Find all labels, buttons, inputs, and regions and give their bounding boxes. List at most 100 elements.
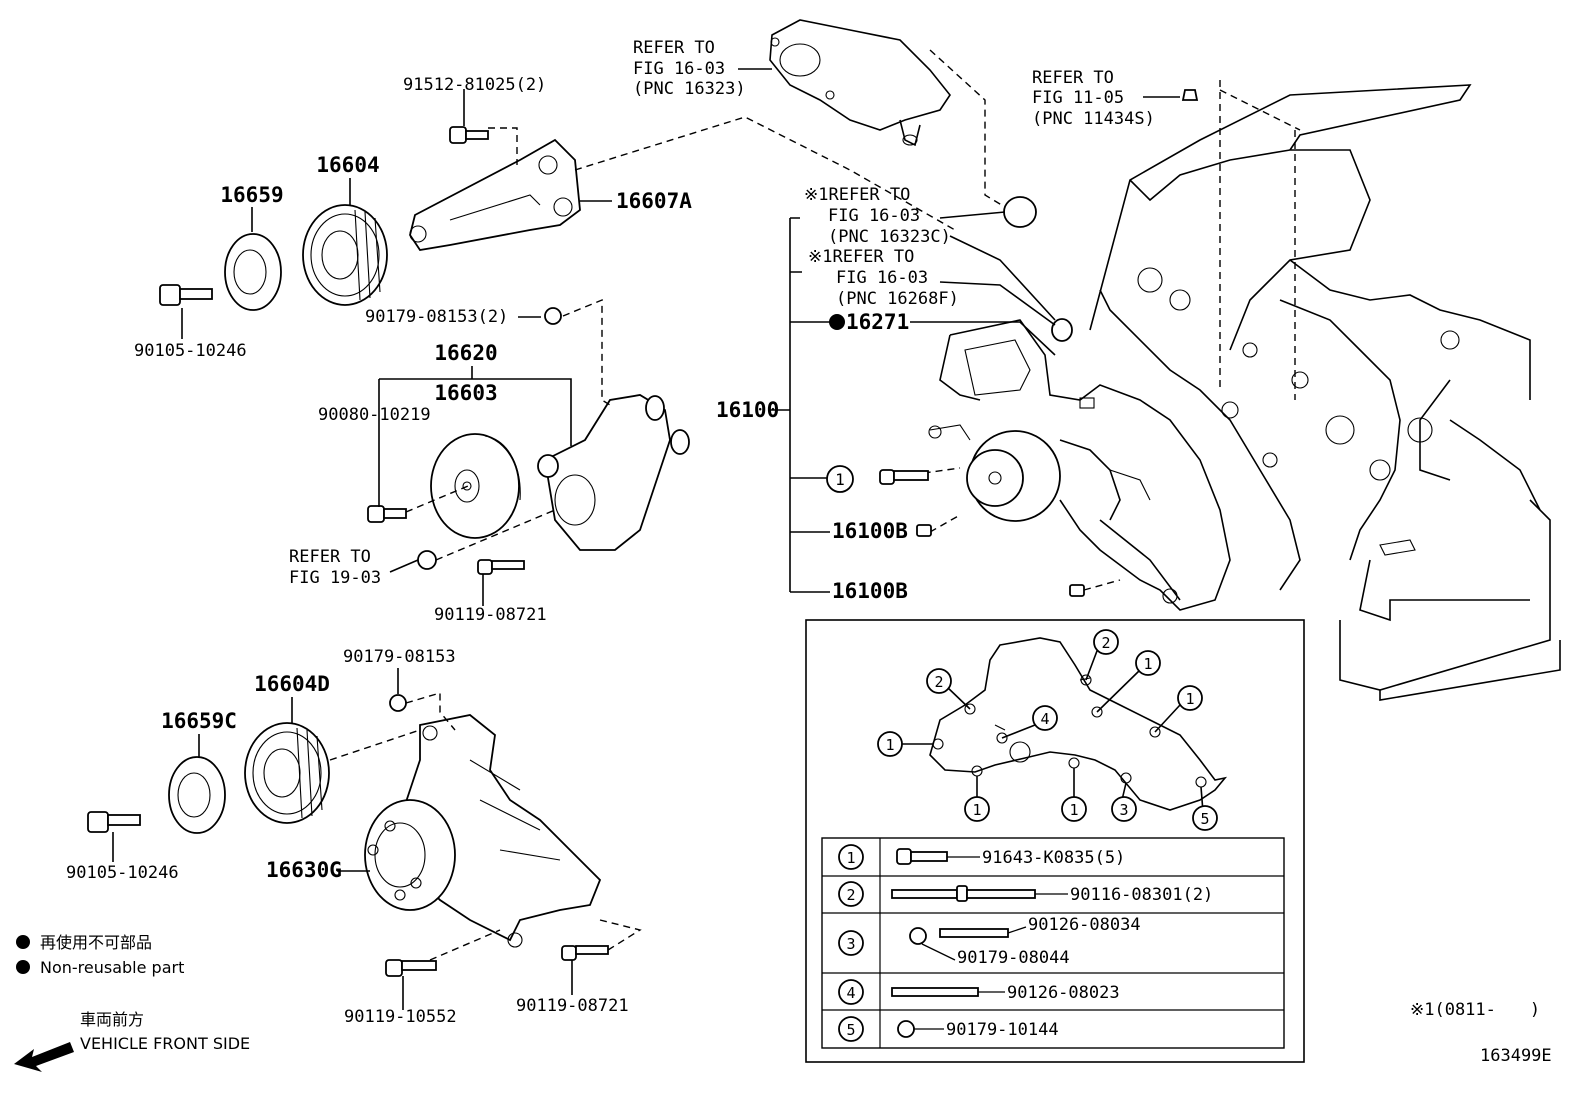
non-reusable-dot-16271 — [829, 314, 845, 330]
front-side-jp: 車両前方 — [80, 1010, 144, 1029]
refer-19-03-line1: REFER TO — [289, 547, 371, 567]
refer-11434S-line3: (PNC 11434S) — [1032, 109, 1155, 129]
figure-id: 163499E — [1480, 1046, 1552, 1066]
legend-dot-jp — [16, 935, 30, 949]
nut-90179-08153-a — [544, 307, 562, 325]
cover-16659-drawing — [224, 233, 282, 311]
refer-16323C-line3: (PNC 16323C) — [828, 227, 951, 247]
cover-16659C-drawing — [168, 756, 226, 834]
footnote-1: ※1(0811- ) — [1410, 1000, 1540, 1020]
label-90179-08153-2: 90179-08153(2) — [365, 307, 508, 327]
leader-16268F — [939, 281, 1056, 326]
dowel-16100B-b — [1069, 584, 1085, 597]
legend-jp: 再使用不可部品 — [40, 933, 152, 952]
nut-90179-08153-b — [389, 694, 407, 712]
bolt-90080-10219 — [367, 505, 407, 523]
fan-bracket-16630G-drawing — [364, 714, 602, 948]
engine-block-drawing — [1089, 80, 1561, 701]
refer-16323-line1: REFER TO — [633, 38, 715, 58]
refer-16268F-line1: ※1REFER TO — [808, 247, 914, 267]
table-num-4: 4 — [846, 984, 855, 1002]
plug-11434S — [1181, 89, 1199, 101]
label-16603: 16603 — [434, 381, 497, 405]
label-16620: 16620 — [434, 341, 497, 365]
table-num-2: 2 — [846, 886, 855, 904]
label-16607A: 16607A — [616, 189, 692, 213]
label-16100: 16100 — [716, 398, 779, 422]
callout-circle-1-main — [826, 465, 854, 493]
idler-16604-drawing — [302, 204, 388, 306]
label-16100B-b: 16100B — [832, 579, 908, 603]
leader-nut-a — [562, 298, 611, 406]
table-part-90179-08044: 90179-08044 — [957, 948, 1070, 968]
inset-callout-1a: 1 — [1143, 655, 1152, 673]
legend-en: Non-reusable part — [40, 958, 184, 977]
refer-11434S-line1: REFER TO — [1032, 68, 1114, 88]
inset-callout-1c: 1 — [885, 736, 894, 754]
idler-16604D-drawing — [244, 722, 330, 824]
label-90179-08153: 90179-08153 — [343, 647, 456, 667]
refer-notes: REFER TO FIG 16-03 (PNC 16323) REFER TO … — [289, 38, 1155, 588]
leader-nut-19-03 — [435, 509, 556, 561]
refer-16323-line3: (PNC 16323) — [633, 79, 746, 99]
inset-callout-2b: 2 — [1101, 634, 1110, 652]
table-part-91643: 91643-K0835(5) — [982, 848, 1125, 868]
bolt-location-inset: 2 2 1 1 4 1 1 1 3 5 1 2 3 4 5 — [805, 619, 1305, 1063]
refer-16268F-line2: FIG 16-03 — [836, 268, 928, 288]
legend-dot-en — [16, 960, 30, 974]
label-90119-08721-b: 90119-08721 — [516, 996, 629, 1016]
label-16271: 16271 — [846, 310, 909, 334]
leader-16620 — [378, 366, 572, 507]
label-16604D: 16604D — [254, 672, 330, 696]
leader-nut-b — [405, 692, 456, 731]
table-num-5: 5 — [846, 1021, 855, 1039]
leader-thermostat — [929, 49, 1011, 211]
bolt-90105-10246-b — [87, 811, 141, 833]
label-16630G: 16630G — [266, 858, 342, 882]
refer-11434S-line2: FIG 11-05 — [1032, 88, 1124, 108]
leader-16271 — [910, 321, 1056, 356]
legend: 再使用不可部品 Non-reusable part 車両前方 VEHICLE F… — [14, 933, 250, 1072]
bolt-90119-08721-b — [561, 945, 609, 961]
bolt-90119-08721-a — [477, 559, 525, 575]
tensioner-16620-drawing — [537, 394, 690, 551]
table-num-1: 1 — [846, 849, 855, 867]
table-part-90126-08023: 90126-08023 — [1007, 983, 1120, 1003]
label-16659C: 16659C — [161, 709, 237, 733]
refer-16323-line2: FIG 16-03 — [633, 59, 725, 79]
inset-callout-4: 4 — [1040, 710, 1049, 728]
label-90119-10552: 90119-10552 — [344, 1007, 457, 1027]
refer-16323C-line2: FIG 16-03 — [828, 206, 920, 226]
table-part-90179-10144: 90179-10144 — [946, 1020, 1059, 1040]
label-16100B-a: 16100B — [832, 519, 908, 543]
bracket-16607A-drawing — [409, 138, 581, 251]
callout-1-text: 1 — [835, 470, 845, 489]
part-labels: 16659 16604 91512-81025(2) 16607A 90105-… — [66, 75, 909, 1027]
leader-lower-bolts — [429, 919, 642, 961]
label-16659: 16659 — [220, 183, 283, 207]
leader-16659-16604 — [251, 178, 351, 232]
front-side-en: VEHICLE FRONT SIDE — [80, 1034, 250, 1053]
label-90080-10219: 90080-10219 — [318, 405, 431, 425]
gasket-16323C — [1003, 196, 1037, 228]
thermostat-housing-drawing — [769, 19, 951, 147]
label-16604: 16604 — [316, 153, 379, 177]
table-num-3: 3 — [846, 935, 855, 953]
label-90105-10246-b: 90105-10246 — [66, 863, 179, 883]
bolt-90119-10552 — [385, 959, 437, 977]
water-pump-assembly-drawing — [928, 319, 1231, 611]
refer-16268F-line3: (PNC 16268F) — [836, 289, 959, 309]
leader-16604D — [329, 729, 421, 761]
label-90105-10246-a: 90105-10246 — [134, 341, 247, 361]
label-90119-08721-a: 90119-08721 — [434, 605, 547, 625]
leader-bracket — [488, 116, 956, 231]
bolt-91512-81025 — [449, 126, 489, 144]
refer-16323C-line1: ※1REFER TO — [804, 185, 910, 205]
inset-callouts: 2 2 1 1 4 1 1 1 3 5 — [877, 629, 1218, 831]
inset-callout-5: 5 — [1200, 810, 1209, 828]
leader-refer-19-03 — [389, 559, 419, 573]
dowel-16100B-a — [916, 524, 932, 537]
bolt-circle1-main — [879, 469, 929, 485]
leader-lower — [112, 668, 573, 1010]
